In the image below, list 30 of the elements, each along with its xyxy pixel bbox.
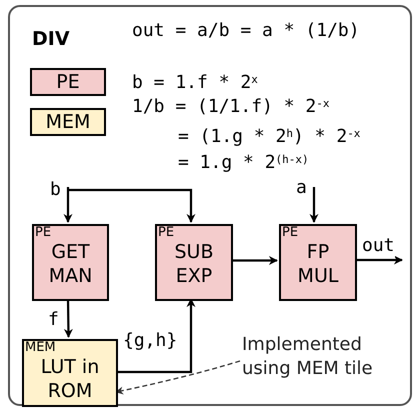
- block-box: [279, 224, 357, 301]
- arrow: [310, 187, 318, 223]
- block-label: LUT in ROM: [40, 355, 100, 403]
- note-text: Implemented using MEM tile: [242, 333, 402, 381]
- formula-text: 1/b = (1/1.f) * 2$^{-x}$: [132, 95, 330, 119]
- arrow: [64, 298, 73, 338]
- block-tag: PE: [282, 225, 298, 240]
- edge-label: {g,h}: [123, 330, 178, 352]
- block-tag: MEM: [25, 340, 56, 355]
- legend-swatch: PE: [30, 68, 106, 96]
- arrow: [68, 188, 196, 223]
- frame-panel: [8, 5, 412, 406]
- block-tag: PE: [158, 225, 174, 240]
- block-label: SUB EXP: [173, 240, 214, 288]
- arrow: [231, 256, 278, 265]
- block-box: [155, 224, 233, 301]
- formula-text: = (1.g * 2$^{h}$) * 2$^{-x}$: [178, 125, 360, 149]
- legend-swatch: MEM: [30, 108, 106, 136]
- block-tag: PE: [35, 225, 52, 240]
- arrow: [355, 256, 403, 264]
- formula-text: = 1.g * 2$^{(h-x)}$: [178, 151, 309, 175]
- block-label: FP MUL: [296, 240, 340, 288]
- heading: DIV: [32, 27, 70, 52]
- arrow: [64, 187, 72, 223]
- block-label: GET MAN: [48, 240, 94, 288]
- block-box: [22, 339, 118, 407]
- block-box: [32, 224, 109, 301]
- formula-text: out = a/b = a * (1/b): [132, 19, 360, 43]
- formula-text: b = 1.f * 2$^{x}$: [132, 71, 258, 95]
- edge-label: out: [362, 235, 395, 257]
